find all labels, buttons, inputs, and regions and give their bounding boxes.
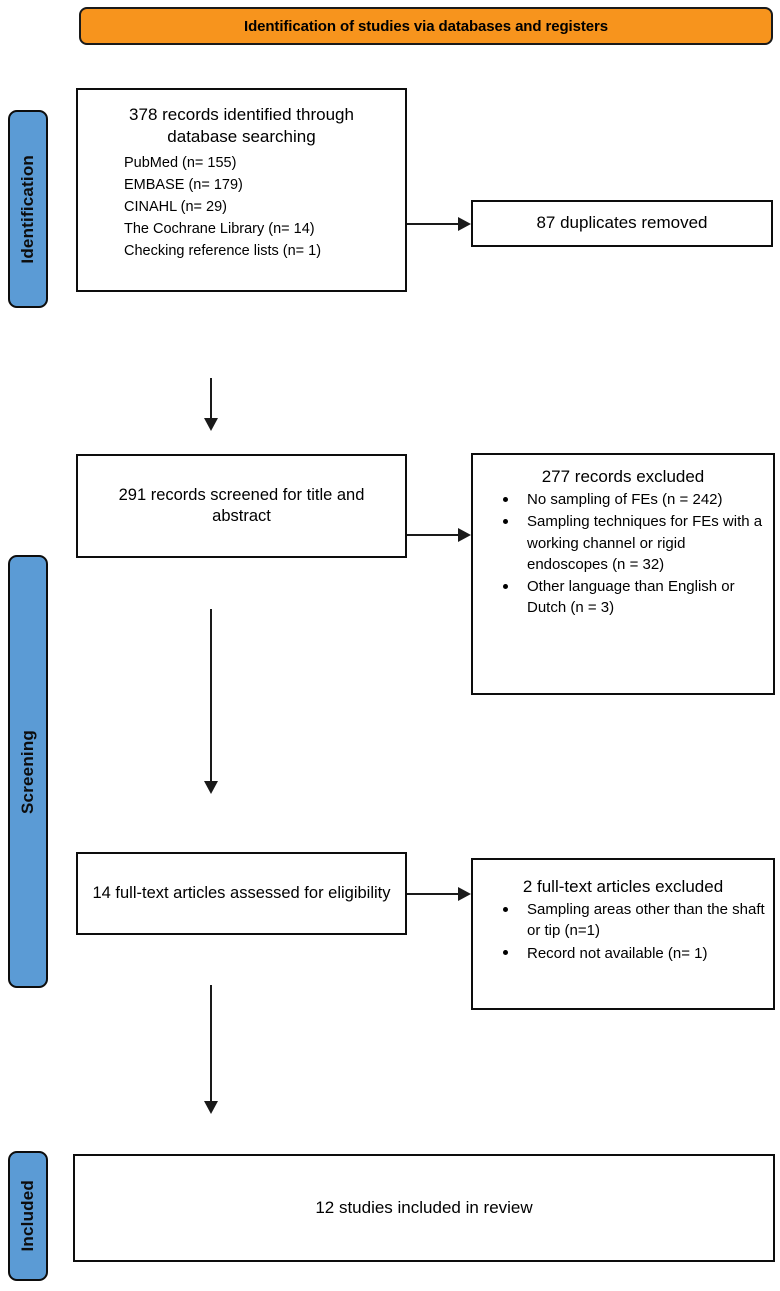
list-item: PubMed (n= 155) — [124, 155, 237, 172]
records-identified-source-list: PubMed (n= 155) EMBASE (n= 179) CINAHL (… — [88, 152, 395, 262]
arrow-head-right-icon — [458, 528, 471, 542]
list-item-label: Sampling techniques for FEs with a worki… — [527, 513, 763, 573]
connector-screened-to-fulltext — [210, 609, 212, 784]
records-excluded-heading: 277 records excluded — [541, 467, 705, 486]
stage-label-identification: Identification — [8, 110, 48, 308]
studies-included-label: 12 studies included in review — [315, 1197, 533, 1217]
stage-label-screening-text: Screening — [18, 729, 37, 814]
connector-screened-to-excluded — [407, 534, 460, 536]
connector-fulltext-to-excluded — [407, 893, 460, 895]
arrow-head-down-icon — [204, 418, 218, 431]
records-excluded-reason-list: No sampling of FEs (n = 242) Sampling te… — [481, 489, 765, 620]
box-duplicates-removed: 87 duplicates removed — [471, 200, 773, 247]
list-item: Checking reference lists (n= 1) — [124, 243, 322, 260]
box-fulltext-excluded: 2 full-text articles excluded Sampling a… — [471, 858, 775, 1010]
arrow-head-down-icon — [204, 781, 218, 794]
arrow-head-right-icon — [458, 217, 471, 231]
bullet-icon — [503, 496, 508, 502]
connector-fulltext-to-included — [210, 985, 212, 1105]
box-fulltext-assessed: 14 full-text articles assessed for eligi… — [76, 852, 407, 935]
box-records-screened: 291 records screened for title and abstr… — [76, 454, 407, 558]
bullet-icon — [503, 583, 508, 589]
bullet-icon — [503, 950, 508, 956]
arrow-head-right-icon — [458, 887, 471, 901]
list-item-label: Other language than English or Dutch (n … — [527, 578, 735, 617]
phase-banner-identification: Identification of studies via databases … — [79, 7, 773, 45]
list-item: Other language than English or Dutch (n … — [481, 576, 765, 619]
connector-identification-to-screening — [210, 378, 212, 422]
stage-label-screening: Screening — [8, 555, 48, 988]
list-item: No sampling of FEs (n = 242) — [481, 489, 765, 510]
list-item-label: Sampling areas other than the shaft or t… — [527, 901, 765, 940]
duplicates-removed-label: 87 duplicates removed — [536, 213, 708, 233]
fulltext-excluded-reason-list: Sampling areas other than the shaft or t… — [481, 899, 765, 965]
list-item: The Cochrane Library (n= 14) — [124, 221, 315, 238]
list-item: Sampling areas other than the shaft or t… — [481, 899, 765, 942]
list-item-label: Record not available (n= 1) — [527, 944, 708, 962]
fulltext-assessed-label: 14 full-text articles assessed for eligi… — [92, 883, 391, 902]
list-item: Sampling techniques for FEs with a worki… — [481, 511, 765, 575]
list-item: CINAHL (n= 29) — [124, 199, 228, 216]
box-records-excluded: 277 records excluded No sampling of FEs … — [471, 453, 775, 695]
box-studies-included: 12 studies included in review — [73, 1154, 775, 1262]
list-item: EMBASE (n= 179) — [124, 177, 243, 194]
box-records-identified: 378 records identified through database … — [76, 88, 407, 292]
list-item-label: No sampling of FEs (n = 242) — [527, 491, 723, 508]
stage-label-included-text: Included — [18, 1180, 37, 1252]
arrow-head-down-icon — [204, 1101, 218, 1114]
bullet-icon — [503, 906, 508, 912]
fulltext-excluded-heading: 2 full-text articles excluded — [522, 877, 724, 896]
bullet-icon — [503, 518, 508, 524]
records-identified-heading: 378 records identified through database … — [129, 105, 354, 147]
connector-records-to-duplicates — [407, 223, 460, 225]
records-screened-label: 291 records screened for title and abstr… — [118, 485, 365, 525]
stage-label-included: Included — [8, 1151, 48, 1281]
list-item: Record not available (n= 1) — [481, 943, 765, 964]
stage-label-identification-text: Identification — [18, 154, 37, 264]
